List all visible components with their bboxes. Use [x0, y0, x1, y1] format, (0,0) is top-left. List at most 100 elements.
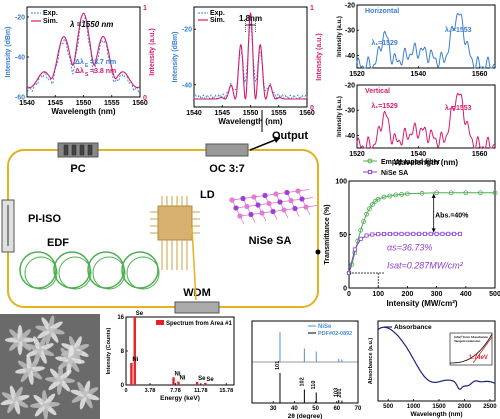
x-tick-label: 1000 — [407, 404, 421, 410]
data-point-nise — [387, 231, 392, 236]
x-tick-label: 1555 — [271, 110, 287, 117]
y2-tick-label: 1 — [143, 5, 147, 12]
annotation-sub-exp: E — [85, 63, 89, 69]
eds-peak-label: Se — [136, 311, 144, 317]
data-point-empty-fiber — [477, 190, 483, 196]
crystal-atom — [277, 199, 283, 205]
label-pi-iso: PI-ISO — [28, 213, 61, 225]
x-axis-label: Intensity (MW/cm²) — [386, 299, 457, 308]
x-tick-label: 0 — [347, 291, 351, 298]
y-tick-label: -20 — [345, 3, 355, 10]
x-tick-label: 1560 — [472, 71, 488, 78]
crystal-atom — [251, 194, 257, 200]
y-axis-label: Intensity (a.u.) — [337, 96, 343, 137]
series-line — [356, 92, 496, 149]
x-axis-label: Wavelength (nm) — [51, 107, 115, 116]
data-point-nise — [382, 231, 387, 236]
data-point-nise — [452, 231, 457, 236]
annotation-delta-exp: Δλ — [75, 58, 84, 66]
peak-label: λ₂=1553 — [445, 26, 472, 34]
pc-paddle — [71, 144, 77, 156]
x-tick-label: 1545 — [214, 110, 230, 117]
edf-coil — [24, 256, 58, 290]
x-tick-label: 300 — [431, 291, 443, 298]
y-tick-label: 100 — [335, 179, 347, 186]
x-tick-label: 1540 — [19, 100, 35, 107]
annotation-abs: Abs.=40% — [435, 212, 469, 219]
x-tick-label: 1560 — [472, 151, 488, 158]
annotation-lambda: λ =1550 nm — [69, 20, 113, 29]
data-point-empty-fiber — [463, 190, 469, 196]
sem-petal — [77, 381, 87, 398]
label-nise-sa: NiSe SA — [249, 235, 292, 247]
data-point-empty-fiber — [364, 211, 369, 217]
crystal-atom — [259, 210, 265, 216]
y-tick-label: 0 — [343, 286, 347, 293]
crystal-atom — [266, 200, 272, 207]
legend-nise: NiSe — [318, 324, 332, 330]
sem-petal — [17, 329, 31, 343]
data-point-nise — [405, 231, 410, 236]
sa-connector — [315, 249, 321, 255]
eds-peak — [172, 377, 175, 385]
label-oc: OC 3:7 — [209, 163, 244, 175]
eds-peak — [130, 362, 133, 385]
series-line — [356, 12, 496, 69]
x-tick-label: 1540 — [411, 151, 427, 158]
data-point-nise — [364, 233, 369, 238]
legend-eds: Spectrum from Area #1 — [166, 321, 232, 327]
crystal-atom — [237, 213, 243, 219]
x-tick-label: 100 — [372, 291, 384, 298]
annotation-sub-sim: S — [85, 72, 89, 78]
eds-peak-label: Ni — [179, 376, 185, 382]
edf-coil — [53, 251, 91, 289]
crystal-atom — [240, 195, 246, 202]
plot-frame — [377, 320, 496, 402]
data-point-empty-fiber — [434, 190, 440, 196]
legend-sim: Sim. — [43, 18, 58, 25]
data-point-nise — [376, 232, 381, 237]
pc-paddle — [79, 144, 85, 156]
crystal-atom — [255, 202, 261, 208]
data-point-nise — [422, 231, 427, 236]
crystal-atom — [288, 197, 294, 204]
legend-label: Horizontal — [365, 8, 399, 15]
y-tick-label: -40 — [15, 55, 25, 62]
data-point-nise — [352, 247, 357, 252]
x-tick-label: 400 — [460, 291, 472, 298]
edf-coil — [87, 251, 125, 289]
data-point-nise — [434, 231, 439, 236]
legend-marker-nise — [367, 169, 373, 175]
edf-coil — [58, 256, 92, 290]
data-point-nise — [358, 236, 363, 241]
y-tick-label: -20 — [15, 15, 25, 22]
y-tick-label: -30 — [345, 108, 355, 115]
annotation-delta-exp-value: =3.7 nm — [90, 59, 116, 66]
eds-peak — [195, 382, 199, 385]
y-tick-label: 8 — [121, 349, 125, 355]
abs-arrowhead-bottom — [431, 228, 436, 233]
annotation-delta-sim-value: =3.8 nm — [90, 68, 116, 75]
eds-peak-label: Se — [206, 377, 214, 383]
data-point-empty-fiber — [387, 193, 393, 199]
crystal-atom — [233, 205, 239, 211]
data-point-nise — [399, 231, 404, 236]
x-axis-label: 2θ (degree) — [288, 413, 323, 419]
sem-petal — [45, 376, 63, 383]
eds-peak — [177, 381, 180, 385]
x-tick-label: 1550 — [76, 100, 92, 107]
y-axis-label: Intensity (Counts) — [106, 327, 112, 374]
annotation-alpha: αs=36.73% — [387, 243, 432, 253]
x-tick-label: 1520 — [349, 71, 365, 78]
peak-label: λ₂=1553 — [445, 104, 472, 112]
edf-coil — [92, 256, 126, 290]
x-axis-label: Energy (keV) — [160, 395, 200, 402]
annotation-isat: Isat=0.287MW/cm² — [387, 261, 464, 271]
data-point-empty-fiber — [375, 196, 381, 202]
inset-annotation: 1.74eV — [469, 355, 488, 361]
legend-absorbance: Absorbance — [394, 324, 432, 331]
x-tick-label: 30 — [270, 406, 277, 412]
crystal-atom — [244, 203, 250, 210]
x-tick-label: 60 — [333, 406, 340, 412]
